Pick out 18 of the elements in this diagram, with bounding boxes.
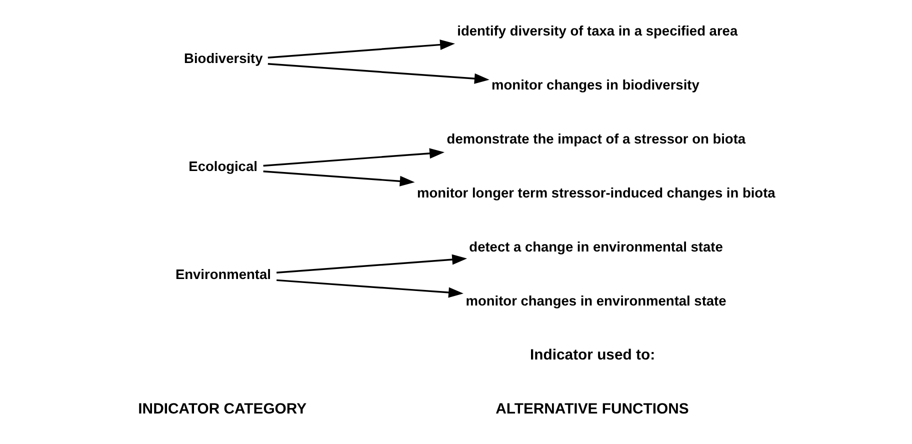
node-text: Ecological xyxy=(188,159,258,174)
node-text: detect a change in environmental state xyxy=(469,239,723,254)
node-text: demonstrate the impact of a stressor on biota xyxy=(446,132,746,147)
node-text: identify diversity of taxa in a specified area xyxy=(457,24,738,39)
node-text: monitor changes in environmental state xyxy=(466,293,726,308)
arrow xyxy=(263,170,415,186)
arrow xyxy=(276,279,464,298)
arrow xyxy=(263,148,444,167)
arrow xyxy=(268,63,490,84)
label: INDICATOR CATEGORY xyxy=(138,401,307,418)
arrow xyxy=(276,254,468,274)
node-text: monitor changes in biodiversity xyxy=(492,78,700,93)
node-text: Environmental xyxy=(175,266,271,282)
label: Indicator used to: xyxy=(530,348,656,364)
node-text: monitor longer term stressor-induced changes in biota xyxy=(416,185,776,200)
node-text: Biodiversity xyxy=(184,51,263,66)
label: ALTERNATIVE FUNCTIONS xyxy=(496,401,689,418)
arrow xyxy=(268,40,455,58)
